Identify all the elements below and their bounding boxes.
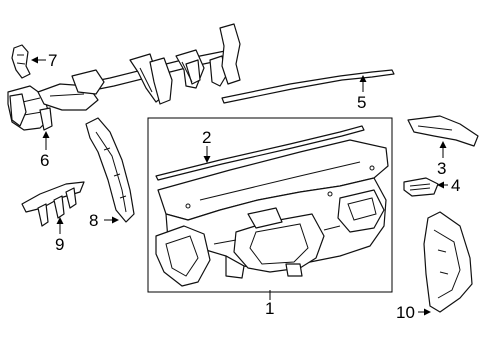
callout-9: 9 [55, 235, 64, 254]
part-4-vent [403, 177, 439, 197]
callout-4: 4 [451, 176, 460, 195]
callout-1: 1 [265, 299, 274, 318]
callout-2: 2 [202, 128, 211, 147]
callouts: 1 2 3 4 5 6 7 8 9 10 [40, 51, 460, 322]
leader-lines [31, 56, 448, 316]
part-10-side-panel [423, 211, 473, 313]
part-7-bracket [11, 44, 31, 79]
callout-6: 6 [40, 151, 49, 170]
part-9-bracket [21, 181, 85, 227]
part-2-strip [155, 125, 365, 181]
callout-8: 8 [89, 211, 98, 230]
part-5-strip [221, 69, 395, 104]
callout-7: 7 [48, 51, 57, 70]
cross-car-beam [7, 23, 241, 131]
part-8-side-support [85, 117, 135, 223]
part-6-bracket [9, 93, 27, 127]
callout-5: 5 [357, 93, 366, 112]
callout-3: 3 [437, 159, 446, 178]
callout-10: 10 [396, 303, 415, 322]
part-1-instrument-panel [155, 139, 389, 287]
part-3-end-cap [407, 115, 479, 147]
